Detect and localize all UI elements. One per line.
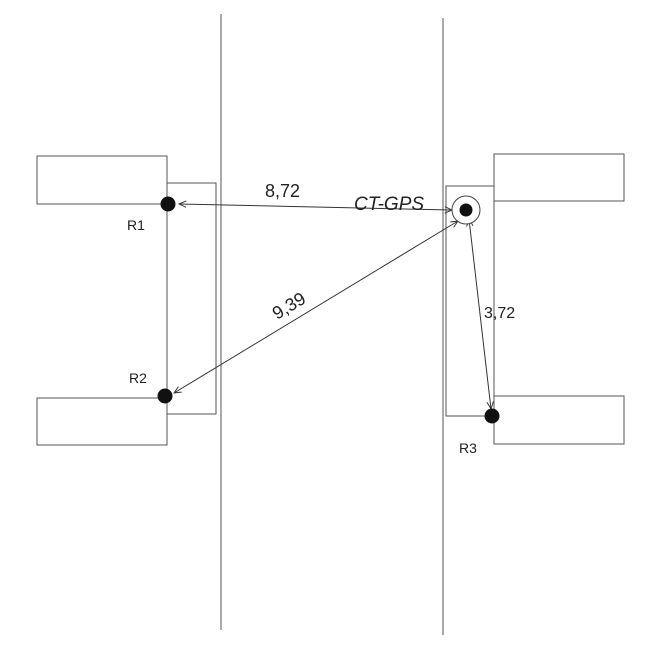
right-bottom-box xyxy=(493,395,625,445)
left-vertical-box xyxy=(166,182,217,415)
distance-r2-gps: 9,39 xyxy=(269,288,309,323)
label-ct-gps: CT-GPS xyxy=(354,194,424,215)
left-bottom-box xyxy=(36,397,168,446)
left-top-box xyxy=(36,155,168,205)
arrow-r2-gps xyxy=(174,221,458,393)
node-r1-dot xyxy=(160,196,176,212)
right-top-box xyxy=(493,153,625,202)
gps-dot xyxy=(459,203,473,217)
distance-r3-gps: 3,72 xyxy=(484,305,515,322)
label-r1: R1 xyxy=(127,217,145,233)
node-r3-dot xyxy=(484,408,500,424)
label-r3: R3 xyxy=(459,440,477,456)
label-r2: R2 xyxy=(129,370,147,386)
arrow-r3-gps xyxy=(469,219,491,409)
node-r2-dot xyxy=(157,388,173,404)
arrow-r1-gps xyxy=(179,204,452,210)
distance-r1-gps: 8,72 xyxy=(265,181,300,201)
